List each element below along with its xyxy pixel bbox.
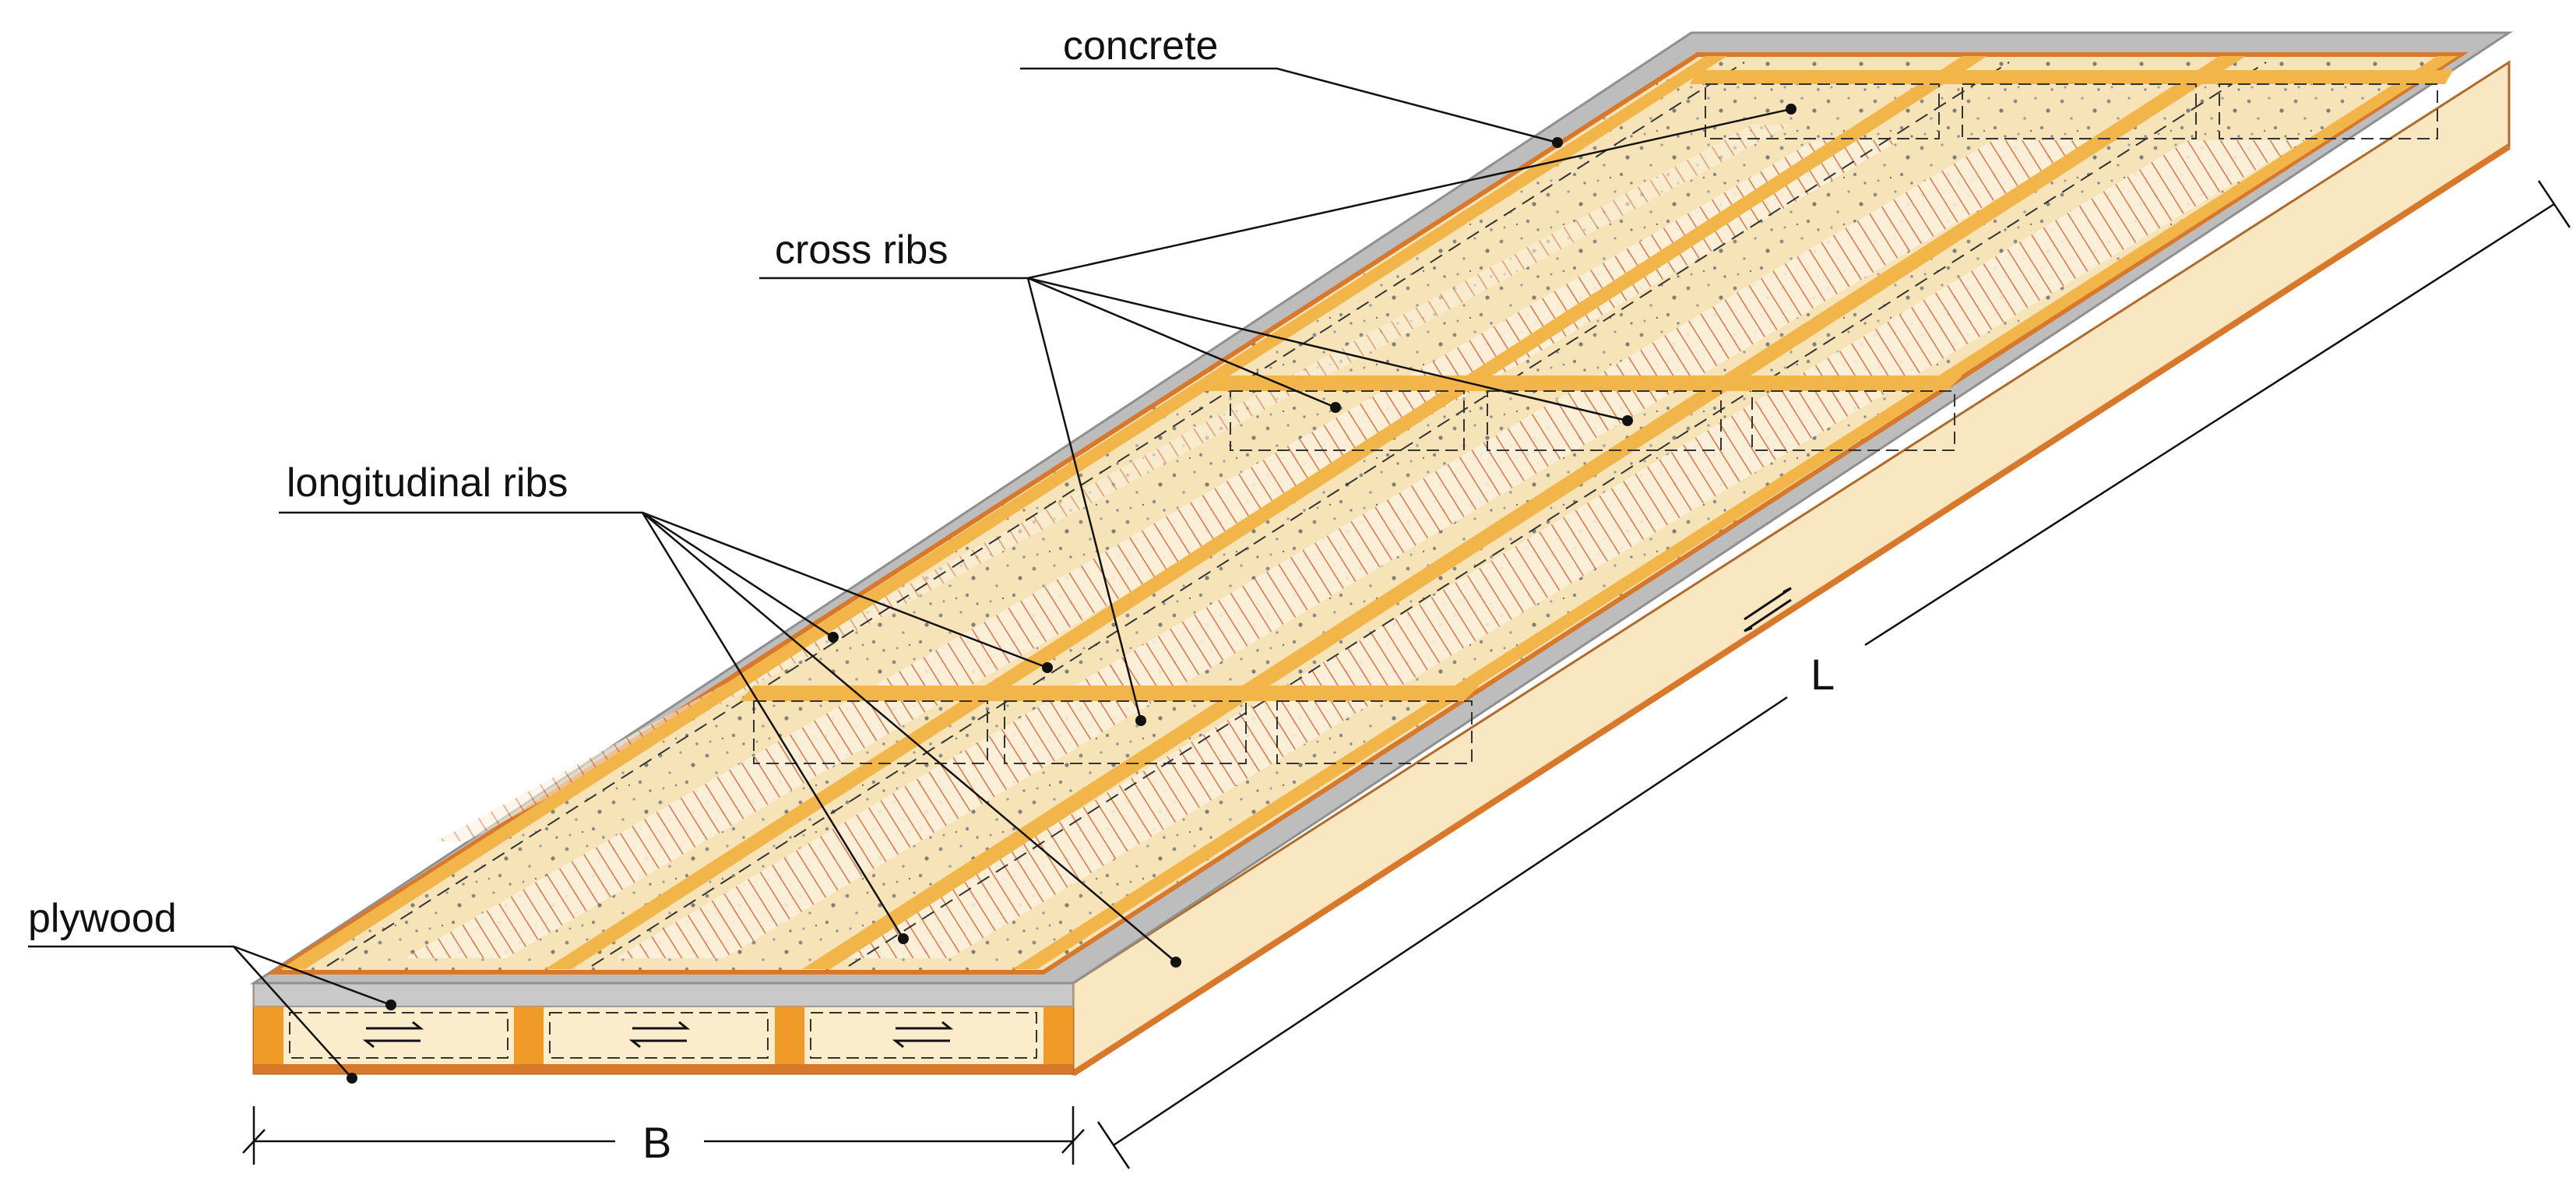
cross-rib-back bbox=[1690, 70, 2453, 84]
double-arrow-icon bbox=[362, 1021, 424, 1049]
leader-dot bbox=[898, 933, 909, 944]
leader-lines bbox=[28, 67, 1792, 1079]
cross-ribs-leader-c bbox=[1027, 277, 1628, 422]
leader-dot bbox=[1135, 715, 1146, 726]
cross-rib-middle bbox=[1199, 375, 1962, 391]
hatched-panel-2 bbox=[615, 140, 2095, 958]
cross-cell-back-3 bbox=[2219, 83, 2438, 139]
leader-dot bbox=[1330, 402, 1341, 413]
cross-cell-front-2 bbox=[1004, 700, 1247, 764]
plywood-leader-b bbox=[233, 946, 353, 1079]
leader-dot bbox=[1170, 957, 1181, 968]
cross-cell-front-3 bbox=[1276, 700, 1473, 764]
leader-dot bbox=[828, 632, 839, 643]
double-arrow-icon bbox=[628, 1021, 691, 1049]
front-rib-1 bbox=[254, 1006, 283, 1064]
label-cross-ribs: cross ribs bbox=[775, 227, 948, 273]
concrete-leader bbox=[1020, 67, 1558, 144]
front-ribs bbox=[254, 1006, 1073, 1064]
hatched-panel-3 bbox=[833, 140, 2305, 958]
cross-cell-mid-2 bbox=[1487, 390, 1722, 451]
plywood-bottom-layer bbox=[254, 1064, 1073, 1073]
leader-dot bbox=[1042, 662, 1053, 673]
longitudinal-ribs-leader-a bbox=[279, 511, 834, 639]
front-rib-2 bbox=[514, 1006, 544, 1064]
longitudinal-rib-3 bbox=[802, 56, 2246, 969]
leader-dots bbox=[347, 104, 1797, 1084]
dimension-l bbox=[1096, 180, 2571, 1169]
cross-ribs-leader-d bbox=[1026, 277, 1142, 721]
front-cell-3 bbox=[810, 1012, 1037, 1059]
dimension-b-label: B bbox=[642, 1118, 671, 1167]
longitudinal-ribs-leader-b bbox=[642, 511, 1048, 669]
leader-dot bbox=[1786, 104, 1797, 115]
cross-cell-mid-1 bbox=[1230, 390, 1465, 451]
label-concrete: concrete bbox=[1063, 23, 1218, 69]
cross-cell-back-2 bbox=[1962, 83, 2197, 139]
cross-cell-front-1 bbox=[753, 700, 988, 764]
dimension-l-label: L bbox=[1811, 650, 1835, 699]
plywood-top-layer bbox=[253, 982, 1074, 1007]
dashed-line-1 bbox=[326, 62, 1745, 967]
double-arrow-icon bbox=[1744, 587, 1792, 633]
longitudinal-ribs-group bbox=[280, 56, 2458, 969]
front-rib-4 bbox=[1043, 1006, 1073, 1064]
cross-rib-front bbox=[740, 686, 1480, 701]
slab-side-bottom-edge bbox=[1071, 143, 2511, 1077]
cross-ribs-leader-b bbox=[1027, 277, 1336, 409]
leader-dot bbox=[1622, 415, 1633, 426]
front-rib-3 bbox=[775, 1006, 804, 1064]
label-longitudinal-ribs: longitudinal ribs bbox=[287, 460, 568, 506]
longitudinal-ribs-leader-d bbox=[642, 512, 1177, 963]
dimension-b bbox=[242, 1106, 1085, 1165]
longitudinal-rib-1 bbox=[280, 56, 1727, 969]
cross-ribs-group bbox=[740, 70, 2453, 701]
cross-cell-back-1 bbox=[1705, 83, 1940, 139]
leader-dot bbox=[385, 999, 396, 1010]
dashed-line-3 bbox=[848, 62, 2267, 967]
cross-cell-mid-3 bbox=[1751, 390, 1955, 451]
leader-dot bbox=[1552, 137, 1563, 148]
longitudinal-ribs-leader-c bbox=[641, 512, 905, 939]
longitudinal-rib-2 bbox=[545, 56, 1987, 969]
label-plywood: plywood bbox=[28, 896, 177, 941]
leader-dot bbox=[347, 1073, 357, 1084]
dashed-line-2 bbox=[591, 62, 2010, 967]
longitudinal-rib-4 bbox=[1012, 56, 2458, 969]
double-arrow-icon bbox=[892, 1021, 954, 1049]
